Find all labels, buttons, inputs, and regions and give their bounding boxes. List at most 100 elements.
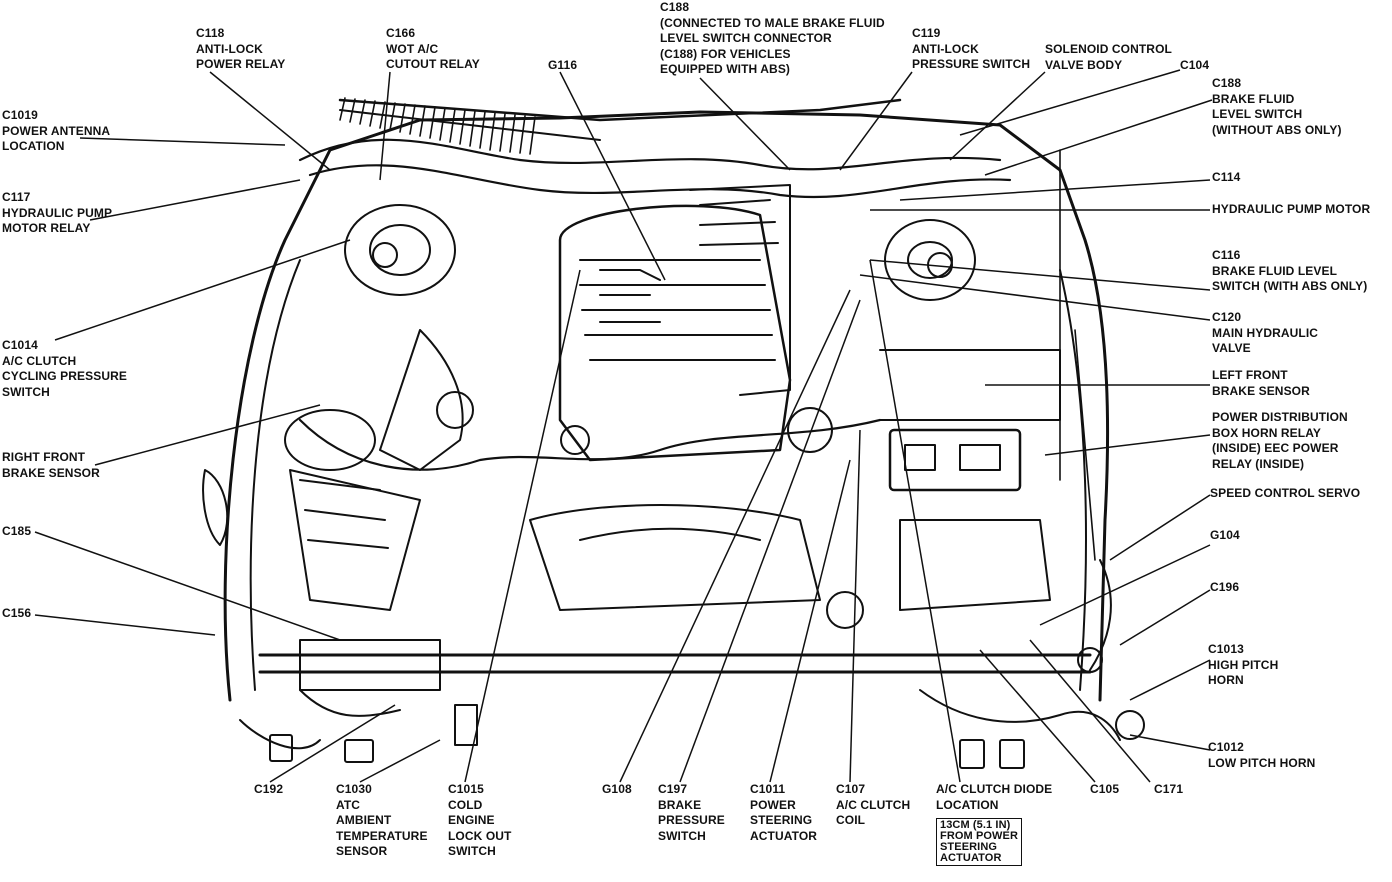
label-line: C116 [1212, 248, 1241, 262]
label-line: SPEED CONTROL SERVO [1210, 486, 1361, 500]
label-line: ACTUATOR [940, 852, 1002, 864]
label-line: BRAKE SENSOR [2, 465, 100, 480]
label-line: MAIN HYDRAULIC [1212, 325, 1319, 340]
label-line: HIGH PITCH [1208, 657, 1279, 672]
label-line: C197 [658, 782, 688, 796]
label-line: BRAKE FLUID [1212, 91, 1295, 106]
label-line: LOW PITCH HORN [1208, 755, 1316, 770]
label-line: POWER [750, 797, 796, 812]
label-line: SWITCH [2, 384, 50, 399]
label-line: ATC [336, 797, 361, 812]
label-line: STEERING [940, 841, 998, 853]
label-line: C171 [1154, 782, 1184, 796]
label-line: LEVEL SWITCH [1212, 107, 1303, 121]
label-g116: G116 [548, 58, 577, 74]
label-line: POWER ANTENNA [2, 123, 111, 138]
label-line: STEERING [750, 813, 813, 827]
label-c192: C192 [254, 782, 283, 798]
label-line: C188 [660, 0, 690, 14]
label-line: SWITCH [448, 844, 496, 858]
label-line: COLD [448, 797, 483, 812]
label-line: WOT A/C [386, 41, 439, 56]
label-line: BOX HORN RELAY [1212, 425, 1321, 440]
label-line: A/C CLUTCH DIODE [936, 782, 1053, 796]
label-line: C1019 [2, 108, 38, 122]
label-c105: C105 [1090, 782, 1119, 798]
leader-lines [34, 69, 1213, 783]
label-line: (C188) FOR VEHICLES [660, 46, 791, 61]
label-line: BRAKE SENSOR [1212, 383, 1310, 398]
label-line: POWER RELAY [196, 57, 286, 71]
label-line: A/C CLUTCH [836, 797, 911, 812]
label-line: G108 [602, 782, 632, 796]
label-line: ANTI-LOCK [196, 41, 263, 56]
label-line: LOCK OUT [448, 828, 512, 843]
label-line: (INSIDE) EEC POWER [1212, 441, 1339, 455]
label-line: C1012 [1208, 740, 1244, 754]
label-line: C114 [1212, 170, 1241, 184]
label-line: C166 [386, 26, 416, 40]
label-line: A/C CLUTCH [2, 353, 77, 368]
label-line: COIL [836, 813, 866, 827]
label-line: RELAY (INSIDE) [1212, 456, 1305, 471]
label-line: ANTI-LOCK [912, 41, 979, 56]
label-line: G104 [1210, 528, 1240, 542]
label-line: AMBIENT [336, 813, 392, 827]
label-line: FROM POWER [940, 830, 1018, 842]
label-line: C192 [254, 782, 284, 796]
label-line: BRAKE FLUID LEVEL [1212, 263, 1338, 278]
label-line: C188 [1212, 76, 1242, 90]
label-line: SOLENOID CONTROL [1045, 42, 1172, 56]
label-g108: G108 [602, 782, 632, 798]
label-line: TEMPERATURE [336, 828, 428, 843]
label-line: C117 [2, 190, 31, 204]
label-line: POWER DISTRIBUTION [1212, 410, 1348, 424]
label-line: C1014 [2, 338, 38, 352]
label-pumpmotor: HYDRAULIC PUMP MOTOR [1212, 202, 1370, 218]
label-line: PRESSURE SWITCH [912, 57, 1031, 71]
label-line: (CONNECTED TO MALE BRAKE FLUID [660, 15, 885, 30]
label-line: HORN [1208, 673, 1244, 687]
label-line: VALVE [1212, 341, 1251, 355]
label-line: C1013 [1208, 642, 1244, 656]
label-line: C105 [1090, 782, 1120, 796]
label-line: ACTUATOR [750, 828, 818, 843]
label-line: EQUIPPED WITH ABS) [660, 62, 791, 76]
label-c104: C104 [1180, 58, 1209, 74]
label-line: 13CM (5.1 IN) [940, 819, 1011, 831]
label-line: C118 [196, 26, 225, 40]
label-line: MOTOR RELAY [2, 221, 91, 235]
label-line: SWITCH (WITH ABS ONLY) [1212, 279, 1368, 293]
label-line: C196 [1210, 580, 1240, 594]
label-c156: C156 [2, 606, 31, 622]
label-speedservo: SPEED CONTROL SERVO [1210, 486, 1360, 502]
label-line: C1015 [448, 782, 484, 796]
label-line: G116 [548, 58, 578, 72]
label-line: ENGINE [448, 813, 495, 827]
label-line: C1030 [336, 782, 372, 796]
label-line: HYDRAULIC PUMP MOTOR [1212, 202, 1371, 216]
engine-artwork [202, 97, 1145, 769]
